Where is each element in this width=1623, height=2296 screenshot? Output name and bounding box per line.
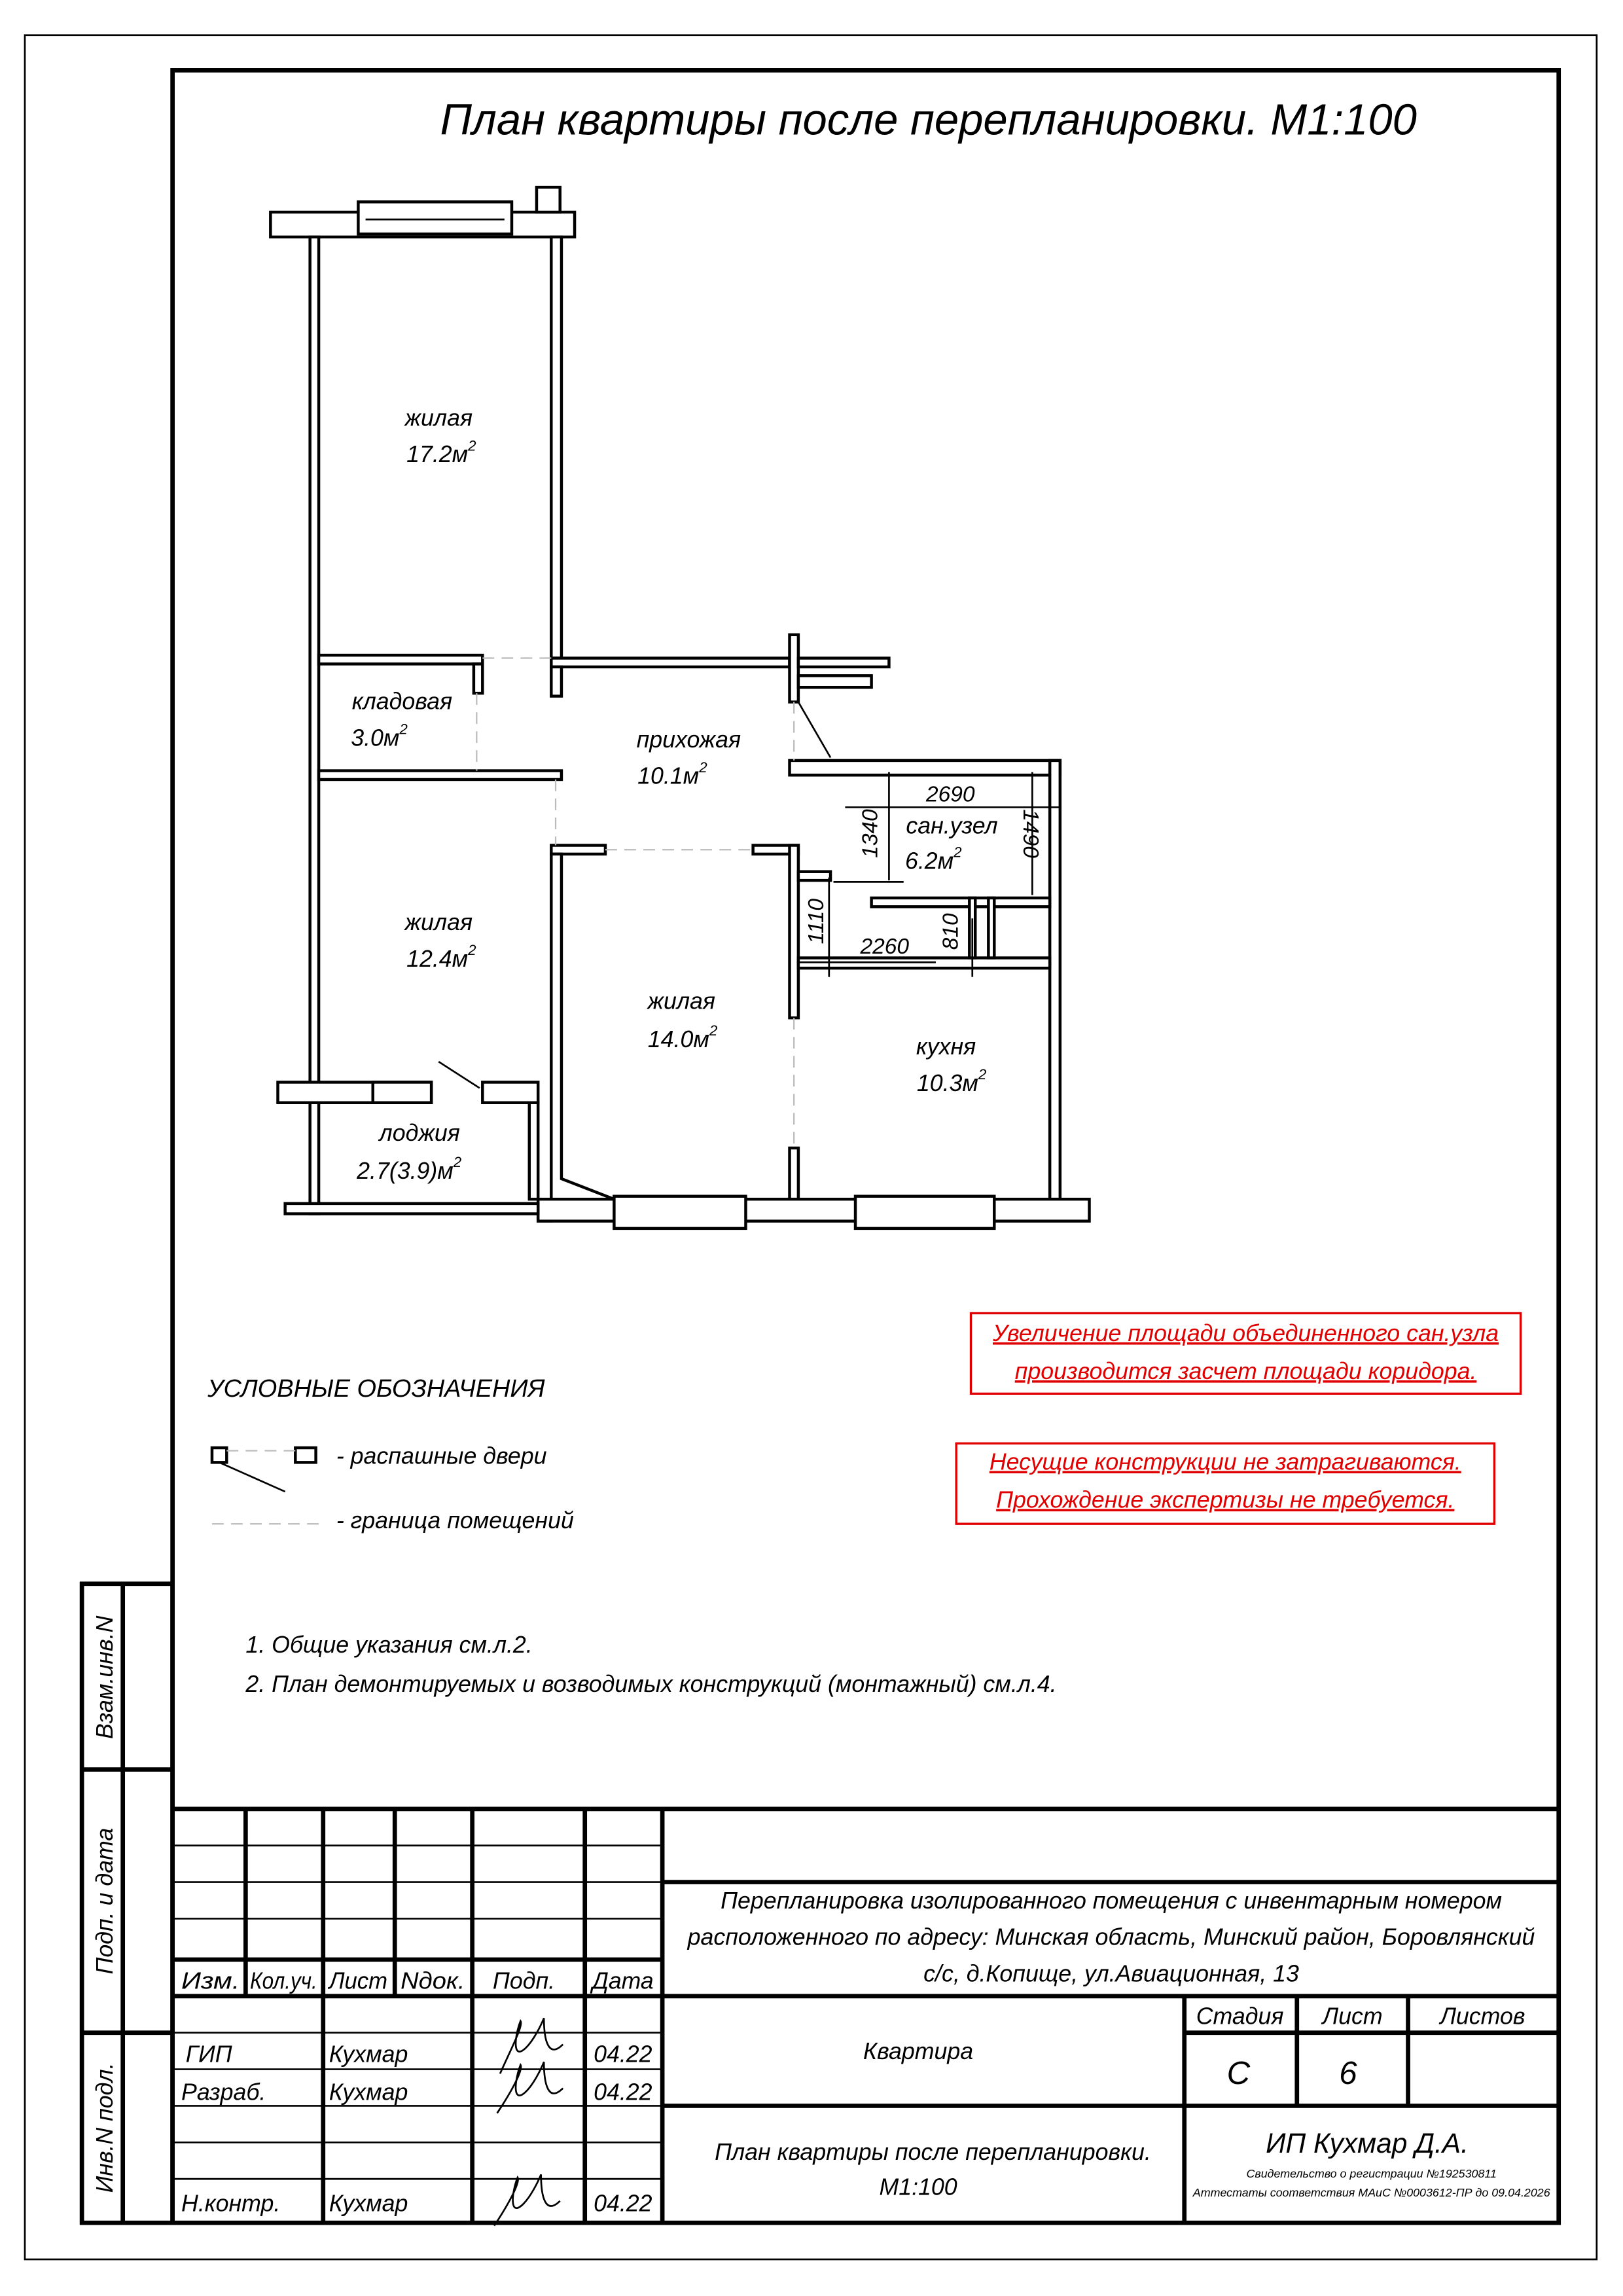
room-name: сан.узел bbox=[906, 813, 997, 839]
svg-text:1. Общие указания см.л.2.: 1. Общие указания см.л.2. bbox=[245, 1632, 532, 1658]
svg-text:Кухмар: Кухмар bbox=[329, 2190, 408, 2216]
room-area: 3.0м2 bbox=[351, 721, 408, 751]
red-note-structure: Несущие конструкции не затрагиваются. Пр… bbox=[955, 1442, 1496, 1525]
inner-frame bbox=[170, 68, 1561, 2225]
svg-text:Изм.: Изм. bbox=[181, 1968, 240, 1994]
signature-icon bbox=[493, 2017, 564, 2227]
title-block: Изм. Кол.уч. Лист Nдок. Подп. Дата ГИП К… bbox=[172, 1806, 1559, 2227]
svg-text:Взам.инв.N: Взам.инв.N bbox=[92, 1615, 118, 1738]
svg-text:План квартиры после перепланир: План квартиры после перепланировки. bbox=[715, 2139, 1151, 2165]
room-name: жилая bbox=[403, 404, 473, 431]
room-area: 10.1м2 bbox=[637, 759, 707, 789]
room-name: жилая bbox=[403, 909, 473, 935]
svg-text:Кухмар: Кухмар bbox=[329, 2041, 408, 2067]
svg-text:04.22: 04.22 bbox=[594, 2190, 652, 2216]
room-area: 10.3м2 bbox=[917, 1066, 987, 1096]
side-strip: Взам.инв.N Подп. и дата Инв.N подл. bbox=[79, 1581, 175, 2225]
svg-text:ГИП: ГИП bbox=[186, 2041, 232, 2067]
svg-text:04.22: 04.22 bbox=[594, 2079, 652, 2105]
svg-text:расположенного по адресу: Минс: расположенного по адресу: Минская област… bbox=[687, 1924, 1535, 1950]
svg-text:Дата: Дата bbox=[590, 1968, 654, 1994]
general-notes: 1. Общие указания см.л.2. 2. План демонт… bbox=[245, 1632, 1056, 1697]
svg-text:Подп.: Подп. bbox=[493, 1968, 555, 1994]
dim-2690: 2690 bbox=[925, 782, 975, 806]
legend-title: УСЛОВНЫЕ ОБОЗНАЧЕНИЯ bbox=[207, 1375, 544, 1403]
svg-text:Квартира: Квартира bbox=[863, 2038, 973, 2064]
room-name: кухня bbox=[916, 1033, 976, 1060]
svg-text:ИП Кухмар Д.А.: ИП Кухмар Д.А. bbox=[1266, 2128, 1469, 2159]
room-area: 12.4м2 bbox=[406, 942, 476, 972]
room-labels: жилая 17.2м2 кладовая 3.0м2 прихожая 10.… bbox=[351, 404, 997, 1184]
svg-text:с/с, д.Копище, ул.Авиационная,: с/с, д.Копище, ул.Авиационная, 13 bbox=[923, 1961, 1299, 1987]
svg-text:- распашные двери: - распашные двери bbox=[336, 1443, 547, 1469]
room-name: кладовая bbox=[352, 689, 452, 715]
outer-border bbox=[24, 34, 1598, 2261]
room-area: 2.7(3.9)м2 bbox=[356, 1154, 462, 1184]
svg-text:М1:100: М1:100 bbox=[879, 2174, 957, 2200]
svg-text:Лист: Лист bbox=[1321, 2003, 1383, 2029]
dim-1340: 1340 bbox=[859, 809, 883, 858]
svg-text:Несущие конструкции не затраги: Несущие конструкции не затрагиваются. bbox=[990, 1449, 1461, 1475]
floor-plan: 2690 1340 1490 1110 2260 810 жилая 17.2м… bbox=[269, 185, 1091, 1230]
svg-text:Листов: Листов bbox=[1438, 2003, 1525, 2029]
svg-text:С: С bbox=[1227, 2056, 1251, 2091]
svg-text:Кол.уч.: Кол.уч. bbox=[250, 1968, 317, 1994]
svg-text:Стадия: Стадия bbox=[1196, 2003, 1284, 2029]
svg-text:производится засчет площади ко: производится засчет площади коридора. bbox=[1015, 1358, 1477, 1384]
red-note-sanitary: Увеличение площади объединенного сан.узл… bbox=[969, 1312, 1522, 1395]
room-name: жилая bbox=[646, 988, 715, 1014]
svg-text:Лист: Лист bbox=[328, 1968, 387, 1994]
door-symbol-icon bbox=[210, 1446, 228, 1464]
svg-text:Свидетельство о регистрации №1: Свидетельство о регистрации №192530811 bbox=[1246, 2167, 1496, 2180]
room-name: прихожая bbox=[637, 726, 741, 753]
svg-text:04.22: 04.22 bbox=[594, 2041, 652, 2067]
svg-text:Подп. и дата: Подп. и дата bbox=[92, 1828, 118, 1975]
svg-text:Кухмар: Кухмар bbox=[329, 2079, 408, 2105]
svg-text:Прохождение экспертизы не треб: Прохождение экспертизы не требуется. bbox=[996, 1487, 1454, 1513]
page-title: План квартиры после перепланировки. М1:1… bbox=[440, 96, 1417, 145]
room-area: 14.0м2 bbox=[648, 1022, 718, 1052]
dim-2260: 2260 bbox=[859, 935, 909, 959]
svg-text:Разраб.: Разраб. bbox=[181, 2079, 266, 2105]
svg-text:2. План демонтируемых и возвод: 2. План демонтируемых и возводимых конст… bbox=[245, 1671, 1056, 1697]
legend: УСЛОВНЫЕ ОБОЗНАЧЕНИЯ - распашные двери -… bbox=[207, 1375, 574, 1534]
dim-810: 810 bbox=[938, 913, 963, 950]
svg-text:Аттестаты соответствия МАиС №0: Аттестаты соответствия МАиС №0003612-ПР … bbox=[1192, 2186, 1550, 2199]
dim-1490: 1490 bbox=[1018, 809, 1043, 858]
svg-text:Инв.N подл.: Инв.N подл. bbox=[92, 2062, 118, 2193]
dim-1110: 1110 bbox=[804, 899, 829, 944]
svg-text:6: 6 bbox=[1339, 2056, 1357, 2091]
svg-text:Перепланировка изолированного: Перепланировка изолированного помещения … bbox=[721, 1888, 1502, 1914]
room-name: лоджия bbox=[378, 1120, 460, 1146]
svg-text:- граница помещений: - граница помещений bbox=[336, 1507, 574, 1534]
svg-text:Н.контр.: Н.контр. bbox=[181, 2190, 280, 2216]
room-area: 6.2м2 bbox=[905, 844, 962, 874]
svg-text:Nдок.: Nдок. bbox=[401, 1968, 465, 1994]
room-area: 17.2м2 bbox=[406, 437, 476, 467]
svg-text:Увеличение площади объединенно: Увеличение площади объединенного сан.узл… bbox=[992, 1320, 1499, 1346]
